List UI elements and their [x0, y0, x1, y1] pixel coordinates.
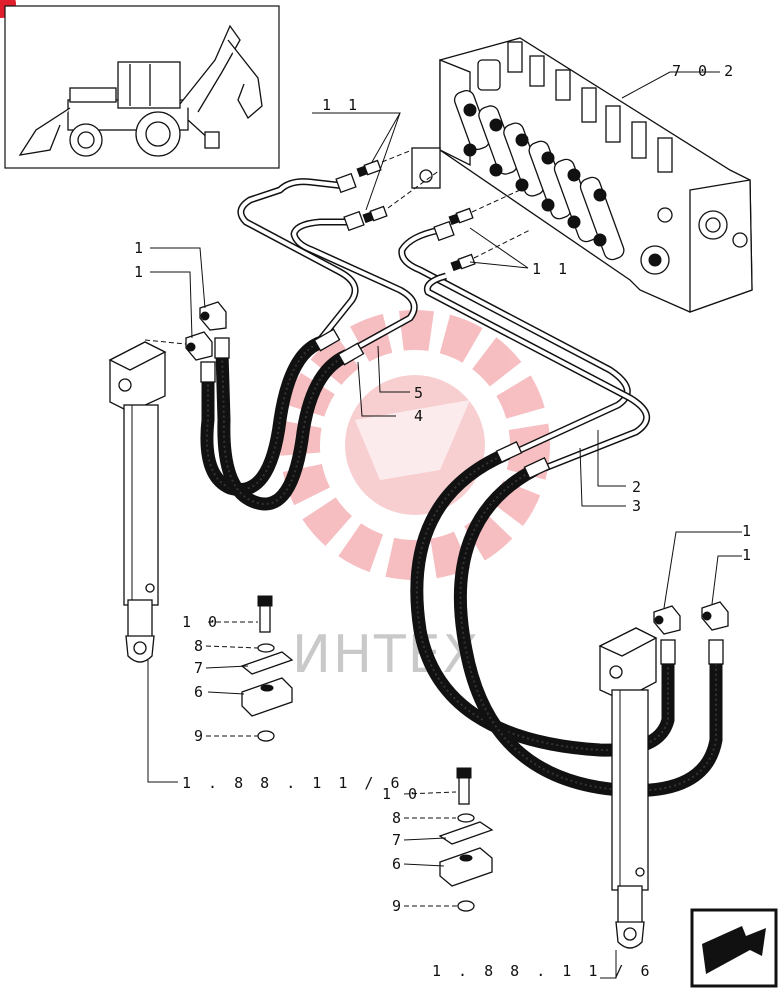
hydraulic-cylinder-right: [598, 627, 658, 949]
rigid-pipe-4-5: [237, 172, 418, 358]
label-6-b: 6: [392, 855, 405, 873]
page-reference-b[interactable]: 1 . 8 8 . 1 1 / 6: [432, 962, 654, 980]
label-7-b: 7: [392, 831, 405, 849]
hydraulic-cylinder-left: [108, 341, 167, 663]
watermark-text: ИНТЕХ: [292, 625, 480, 685]
label-10-a: 1 0: [182, 613, 221, 631]
label-4: 4: [414, 407, 427, 425]
label-8-a: 8: [194, 637, 207, 655]
label-1-right-a: 1: [742, 522, 755, 540]
label-10-b: 1 0: [382, 785, 421, 803]
label-7-a: 7: [194, 659, 207, 677]
label-6-a: 6: [194, 683, 207, 701]
elbow-fittings-right: [653, 601, 729, 635]
label-702: 7 0 2: [672, 62, 737, 80]
label-11-top: 1 1: [322, 96, 361, 114]
hose-clamp-assembly-a: [240, 595, 294, 742]
label-1-right-b: 1: [742, 546, 755, 564]
backhoe-loader-icon: [18, 24, 263, 157]
label-3: 3: [632, 497, 645, 515]
leader-lines: [147, 71, 742, 979]
label-9-a: 9: [194, 727, 207, 745]
label-5: 5: [414, 384, 427, 402]
adapter-fittings: [356, 159, 476, 272]
hose-left-pair: [200, 328, 365, 511]
label-2: 2: [632, 478, 645, 496]
elbow-fittings-left: [185, 301, 227, 361]
control-valve-bank: [411, 37, 753, 313]
valve-sections: [453, 89, 625, 261]
label-1-left-b: 1: [134, 263, 147, 281]
label-11-bottom: 1 1: [532, 260, 571, 278]
valve-spools: [477, 41, 673, 173]
page-reference-a[interactable]: 1 . 8 8 . 1 1 / 6: [182, 774, 404, 792]
label-9-b: 9: [392, 897, 405, 915]
hose-clamp-assembly-b: [438, 767, 494, 912]
label-8-b: 8: [392, 809, 405, 827]
label-1-left-a: 1: [134, 239, 147, 257]
next-page-arrow-icon[interactable]: [690, 908, 778, 988]
rigid-pipe-2-3: [398, 220, 650, 472]
thumbnail-inset: [4, 5, 280, 169]
